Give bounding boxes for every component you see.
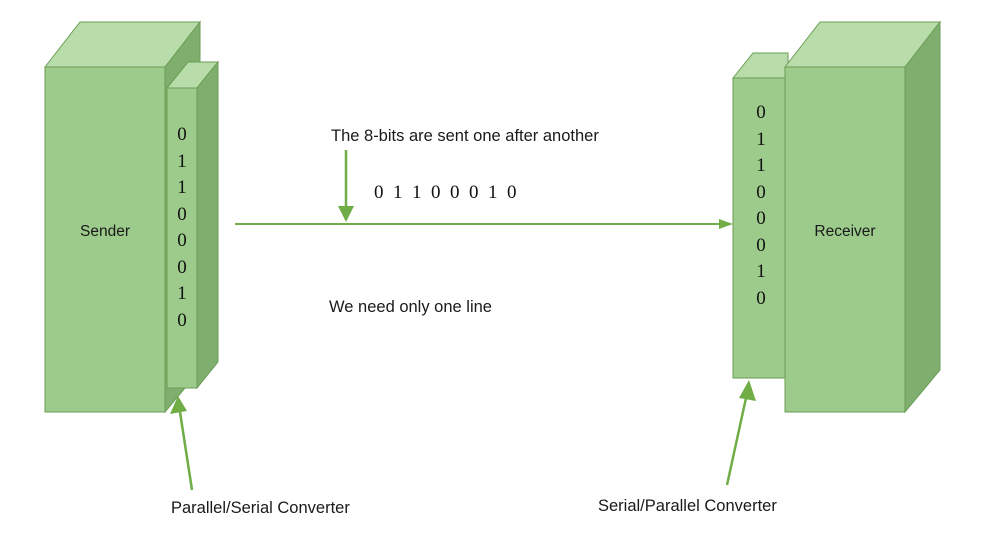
parallel-serial-converter-label: Parallel/Serial Converter [171,499,350,517]
receiver-register-bit-1: 1 [756,128,766,150]
receiver-register-bit-6: 1 [756,261,766,282]
sender-register-bit-3: 0 [177,203,187,225]
receiver-register-bit-7: 0 [756,287,766,309]
receiver-register-top-face [731,52,789,79]
receiver-register-bit-5: 0 [756,234,766,256]
receiver-main-box-front-face [784,66,906,413]
receiver-main-box [783,20,942,414]
sender-register-front-face [166,87,198,389]
channel-note-top: The 8-bits are sent one after another [331,127,599,145]
sender-register-bit-4: 0 [177,230,187,251]
sender-register-side-face [196,60,219,390]
channel-note-bottom: We need only one line [329,298,492,316]
receiver-label: Receiver [814,223,876,240]
parallel-serial-converter-arrow [170,396,194,491]
sender-main-box-front-face [44,66,166,413]
sender-register-bit-1: 1 [177,150,187,172]
sender-register-bit-6: 1 [177,283,187,304]
receiver-main-box-side-face [904,20,941,414]
sender-serial-register-box [165,60,220,390]
receiver-register-bit-2: 1 [756,155,766,176]
receiver-register-bit-3: 0 [756,181,766,203]
bitstream-pointer-arrow [338,150,354,222]
sender-register-bit-0: 0 [177,124,187,145]
serial-parallel-converter-label: Serial/Parallel Converter [598,497,777,515]
receiver-register-bits: 0 1 1 0 0 0 1 0 [756,100,766,312]
sender-register-bit-7: 0 [177,309,187,331]
receiver-register-bit-0: 0 [756,102,766,123]
serial-line-arrow [235,219,733,229]
sender-register-bit-5: 0 [177,256,187,278]
channel-bit-stream: 0 1 1 0 0 0 1 0 [374,182,517,203]
sender-label: Sender [80,223,130,240]
sender-register-bit-2: 1 [177,177,187,198]
receiver-register-bit-4: 0 [756,208,766,229]
serial-parallel-converter-arrow [725,380,756,486]
sender-register-bits: 0 1 1 0 0 0 1 0 [177,122,187,334]
